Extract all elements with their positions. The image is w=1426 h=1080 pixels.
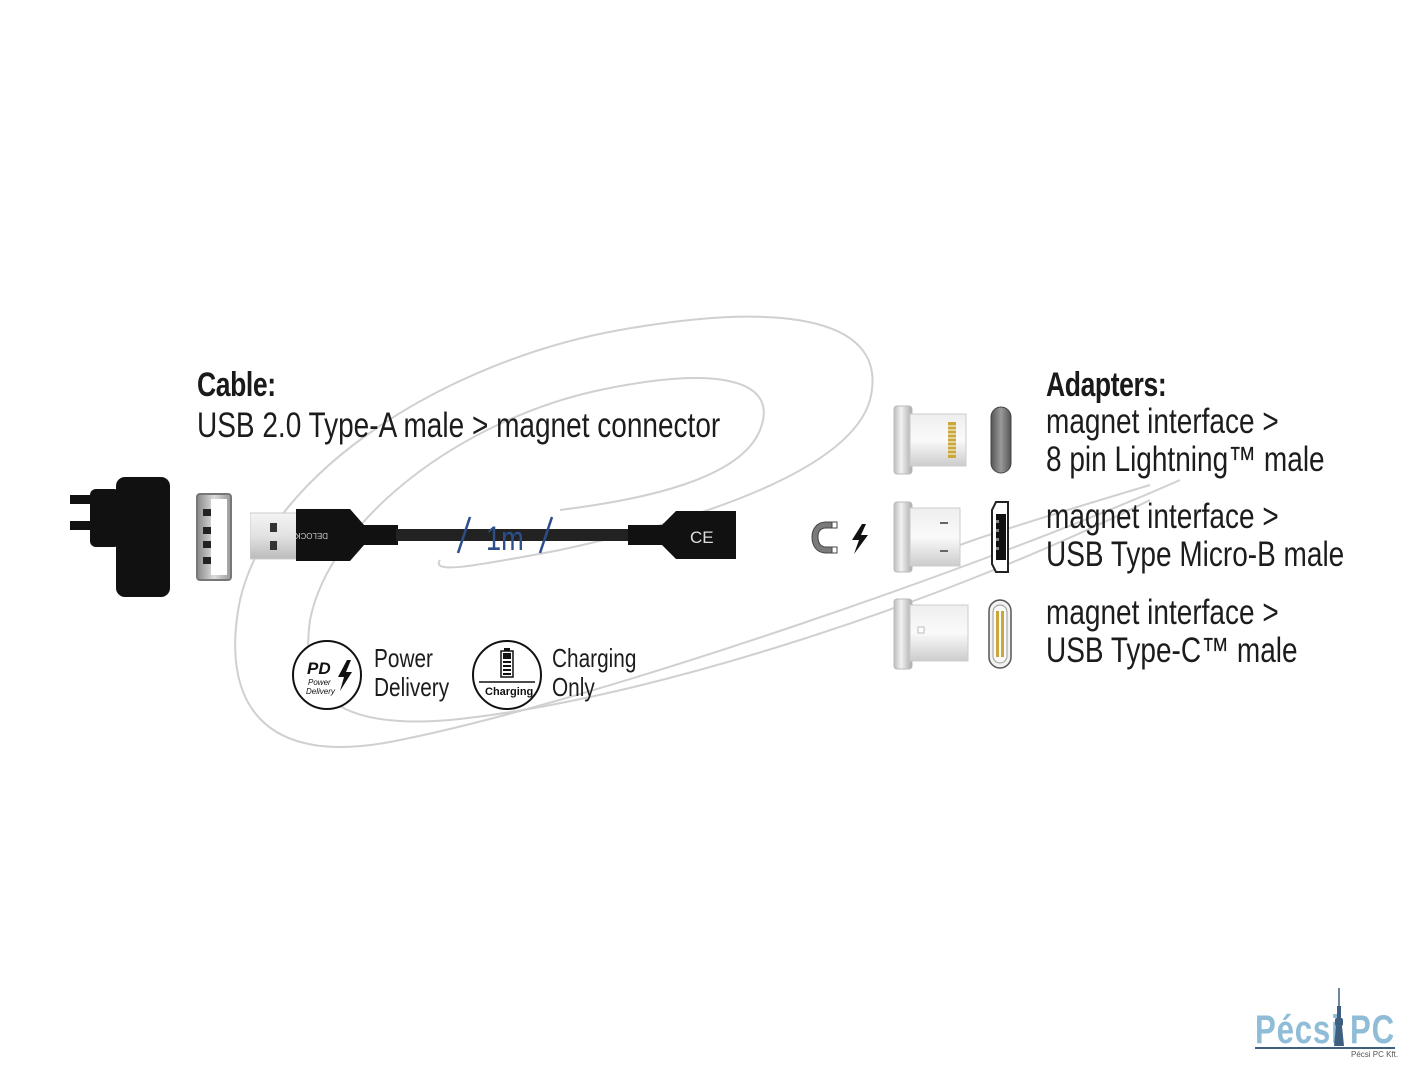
adapter-micro-b-line2: USB Type Micro-B male: [1046, 535, 1345, 574]
charging-only-icon: Charging: [472, 640, 542, 710]
logo-name-left: Pécsi: [1255, 1008, 1341, 1052]
charging-only-label: Charging Only: [552, 643, 637, 702]
adapter-micro-b-line1: magnet interface >: [1046, 497, 1279, 536]
feature-power-delivery: PD Power Delivery: [290, 638, 366, 712]
cable-description: USB 2.0 Type-A male > magnet connector: [197, 406, 721, 445]
adapter-micro-b: [892, 500, 1022, 579]
cable-loop-tail: [959, 484, 1151, 546]
tv-tower-icon: [1334, 988, 1344, 1046]
feature-charging-only: Charging: [470, 638, 546, 712]
logo-subtitle: Pécsi PC Kft.: [1351, 1050, 1399, 1059]
lightning-adapter-icon: [893, 405, 1012, 475]
ce-mark: CE: [690, 528, 714, 547]
adapter-lightning: [892, 404, 1022, 481]
adapter-type-c-line1: magnet interface >: [1046, 593, 1279, 632]
brand-mark: DELOCK: [294, 531, 328, 540]
logo-underline: [1255, 1047, 1395, 1049]
adapter-type-c: [892, 597, 1022, 676]
cable-length-label: 1m: [486, 520, 524, 558]
svg-text:Charging: Charging: [485, 686, 533, 698]
type-c-adapter-icon: [893, 598, 1012, 670]
magnetic-usb-cable: DELOCK CE: [250, 509, 736, 561]
micro-b-adapter-icon: [893, 501, 1009, 573]
magnet-icon: [811, 521, 868, 554]
usb-a-plug: [250, 512, 299, 560]
svg-text:PD: PD: [307, 659, 331, 678]
usb-a-port-icon: [196, 493, 232, 581]
lightning-bolt-icon: [852, 524, 868, 554]
cable-heading: Cable:: [197, 366, 276, 404]
wall-charger-icon: [70, 477, 170, 597]
adapters-heading: Adapters:: [1046, 366, 1167, 404]
usb-a-housing: [296, 509, 398, 561]
cable-cord: [396, 529, 636, 541]
logo-name-right: PC: [1350, 1008, 1395, 1052]
adapter-lightning-line2: 8 pin Lightning™ male: [1046, 440, 1325, 479]
magnet-connector-housing: [628, 511, 736, 559]
adapter-lightning-line1: magnet interface >: [1046, 402, 1279, 441]
svg-text:Delivery: Delivery: [306, 687, 336, 696]
power-delivery-icon: PD Power Delivery: [292, 640, 362, 710]
pecsi-pc-logo: Pécsi PC Pécsi PC Kft.: [1255, 988, 1405, 1059]
power-delivery-label: Power Delivery: [374, 643, 450, 702]
svg-text:Power: Power: [308, 678, 331, 687]
adapter-type-c-line2: USB Type-C™ male: [1046, 631, 1298, 670]
